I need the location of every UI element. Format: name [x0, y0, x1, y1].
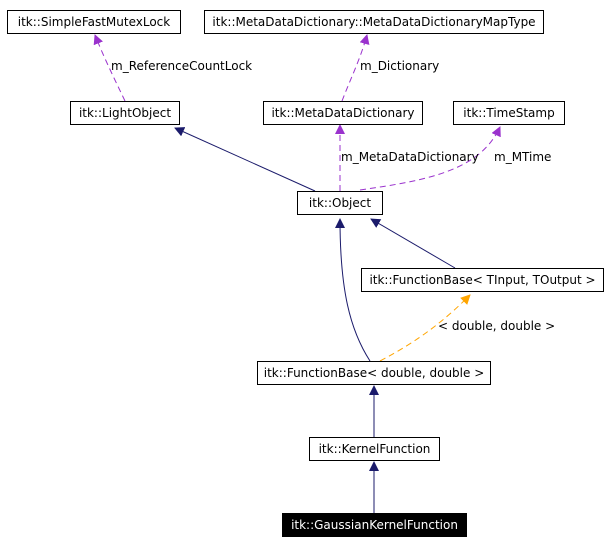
node-light-object[interactable]: itk::LightObject	[70, 101, 180, 125]
edge-functionbase-double-to-object	[335, 218, 371, 362]
edge-mutexlock-to-lightobject	[93, 34, 126, 102]
label-meta-data-dictionary: m_MetaDataDictionary	[341, 150, 479, 164]
label-reference-count-lock: m_ReferenceCountLock	[111, 59, 253, 73]
node-time-stamp[interactable]: itk::TimeStamp	[453, 101, 565, 125]
edge-object-to-lightobject	[174, 127, 316, 192]
node-meta-data-dictionary[interactable]: itk::MetaDataDictionary	[263, 101, 423, 125]
edge-maptype-to-metadatadictionary	[341, 34, 370, 102]
label-mtime: m_MTime	[494, 150, 552, 164]
node-gaussian-kernel-function: itk::GaussianKernelFunction	[282, 513, 467, 537]
node-kernel-function[interactable]: itk::KernelFunction	[309, 437, 440, 461]
node-meta-data-dictionary-map-type[interactable]: itk::MetaDataDictionary::MetaDataDiction…	[204, 10, 544, 34]
node-function-base-double[interactable]: itk::FunctionBase< double, double >	[257, 361, 491, 385]
edge-timestamp-to-object	[359, 126, 501, 191]
label-template-args: < double, double >	[438, 319, 556, 333]
node-simple-fast-mutex-lock[interactable]: itk::SimpleFastMutexLock	[7, 10, 181, 34]
node-object[interactable]: itk::Object	[297, 191, 383, 215]
label-dictionary: m_Dictionary	[360, 59, 440, 73]
edge-functionbase-double-to-template	[379, 294, 471, 362]
edge-functionbase-template-to-object	[370, 218, 456, 269]
node-function-base-template[interactable]: itk::FunctionBase< TInput, TOutput >	[361, 268, 604, 292]
